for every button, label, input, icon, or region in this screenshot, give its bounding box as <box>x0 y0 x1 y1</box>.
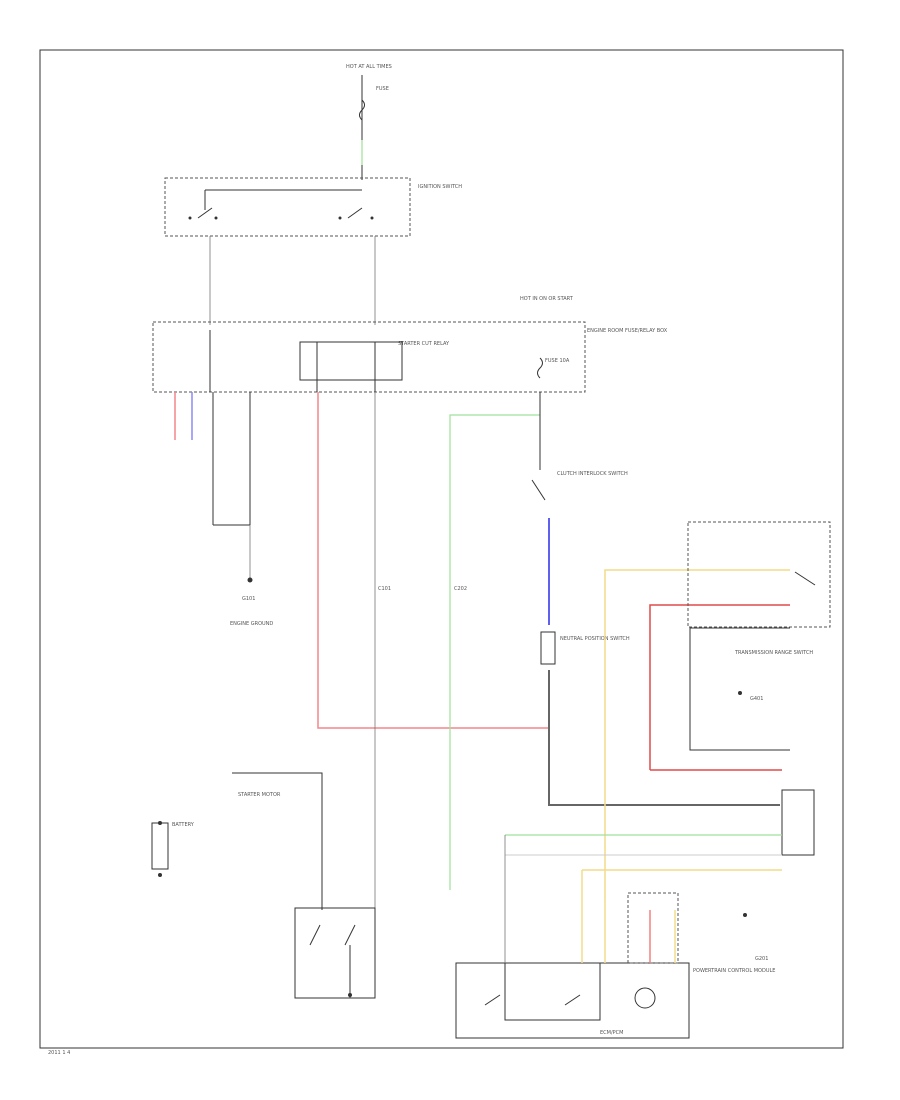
relay-fuse-symbol <box>537 357 543 379</box>
range-lower-wire <box>689 627 790 751</box>
starter-relay-switch-1 <box>309 924 321 946</box>
pcm-inner-switch <box>484 994 501 1006</box>
yellow-wire-top <box>604 569 790 900</box>
ign-right-switch <box>347 207 363 219</box>
ignition-switch-label: IGNITION SWITCH <box>418 184 462 190</box>
clutch-switch-label: CLUTCH INTERLOCK SWITCH <box>557 471 628 477</box>
ground-label: G101 <box>242 596 255 602</box>
connector-a-label: C101 <box>378 586 391 592</box>
ground-2-label: G401 <box>750 696 763 702</box>
ground-node <box>247 577 253 583</box>
fuse-label: FUSE <box>376 86 389 92</box>
ign-left-switch <box>197 207 213 219</box>
neutral-position-label: NEUTRAL POSITION SWITCH <box>560 636 630 642</box>
pcm-module-box <box>455 962 690 1039</box>
pink-main-wire <box>317 392 550 729</box>
fuse-small-label: FUSE 10A <box>545 358 570 364</box>
footer-label: 2011 1 4 <box>48 1050 70 1056</box>
connector-b-label: C202 <box>454 586 467 592</box>
starter-relay-coil <box>299 341 403 381</box>
ignition-switch-box <box>164 177 411 237</box>
starter-feed-wire <box>232 772 323 910</box>
starter-motor-label: STARTER MOTOR <box>238 792 281 798</box>
ground-3-label: G201 <box>755 956 768 962</box>
pcm-ground-node <box>743 913 747 917</box>
range-ground-node <box>738 691 742 695</box>
pcm-inner-wire <box>504 963 601 1021</box>
relay-box <box>152 321 586 393</box>
pcm-inner-box <box>627 892 679 964</box>
starter-relay-switch-2 <box>344 924 356 946</box>
hot-label: HOT AT ALL TIMES <box>346 64 392 70</box>
starter-relay-label: STARTER CUT RELAY <box>398 341 450 347</box>
fuse-symbol <box>359 99 365 121</box>
ign-contact-2 <box>214 216 218 220</box>
range-switch-box-bottom <box>781 789 815 856</box>
starter-relay-box <box>294 907 376 999</box>
ign-contact-4 <box>370 216 374 220</box>
clutch-switch-blade <box>531 479 546 501</box>
starter-relay-node <box>348 993 352 997</box>
diagram-frame <box>39 49 844 1049</box>
pcm-inner-switch-2 <box>564 994 581 1006</box>
pcm-label: POWERTRAIN CONTROL MODULE <box>693 968 775 974</box>
range-switch-blade <box>794 571 816 586</box>
battery-bottom-node <box>158 873 162 877</box>
battery-top-node <box>158 821 162 825</box>
ign-contact-3 <box>338 216 342 220</box>
ground-desc: ENGINE GROUND <box>230 621 273 627</box>
green-main-wire <box>449 414 540 890</box>
ecm-label: ECM/PCM <box>600 1030 623 1036</box>
range-switch-box-top <box>687 521 831 628</box>
pcm-circle <box>634 987 656 1009</box>
hot-in-on-label: HOT IN ON OR START <box>520 296 574 302</box>
battery-label: BATTERY <box>172 822 195 828</box>
red-wire-upper <box>649 604 790 770</box>
ign-contact-1 <box>188 216 192 220</box>
neutral-switch-box <box>540 631 556 665</box>
grey-thick-wire <box>548 670 780 806</box>
transmission-range-label: TRANSMISSION RANGE SWITCH <box>734 650 813 656</box>
battery-symbol <box>151 822 169 870</box>
relay-box-label: ENGINE ROOM FUSE/RELAY BOX <box>587 328 668 334</box>
